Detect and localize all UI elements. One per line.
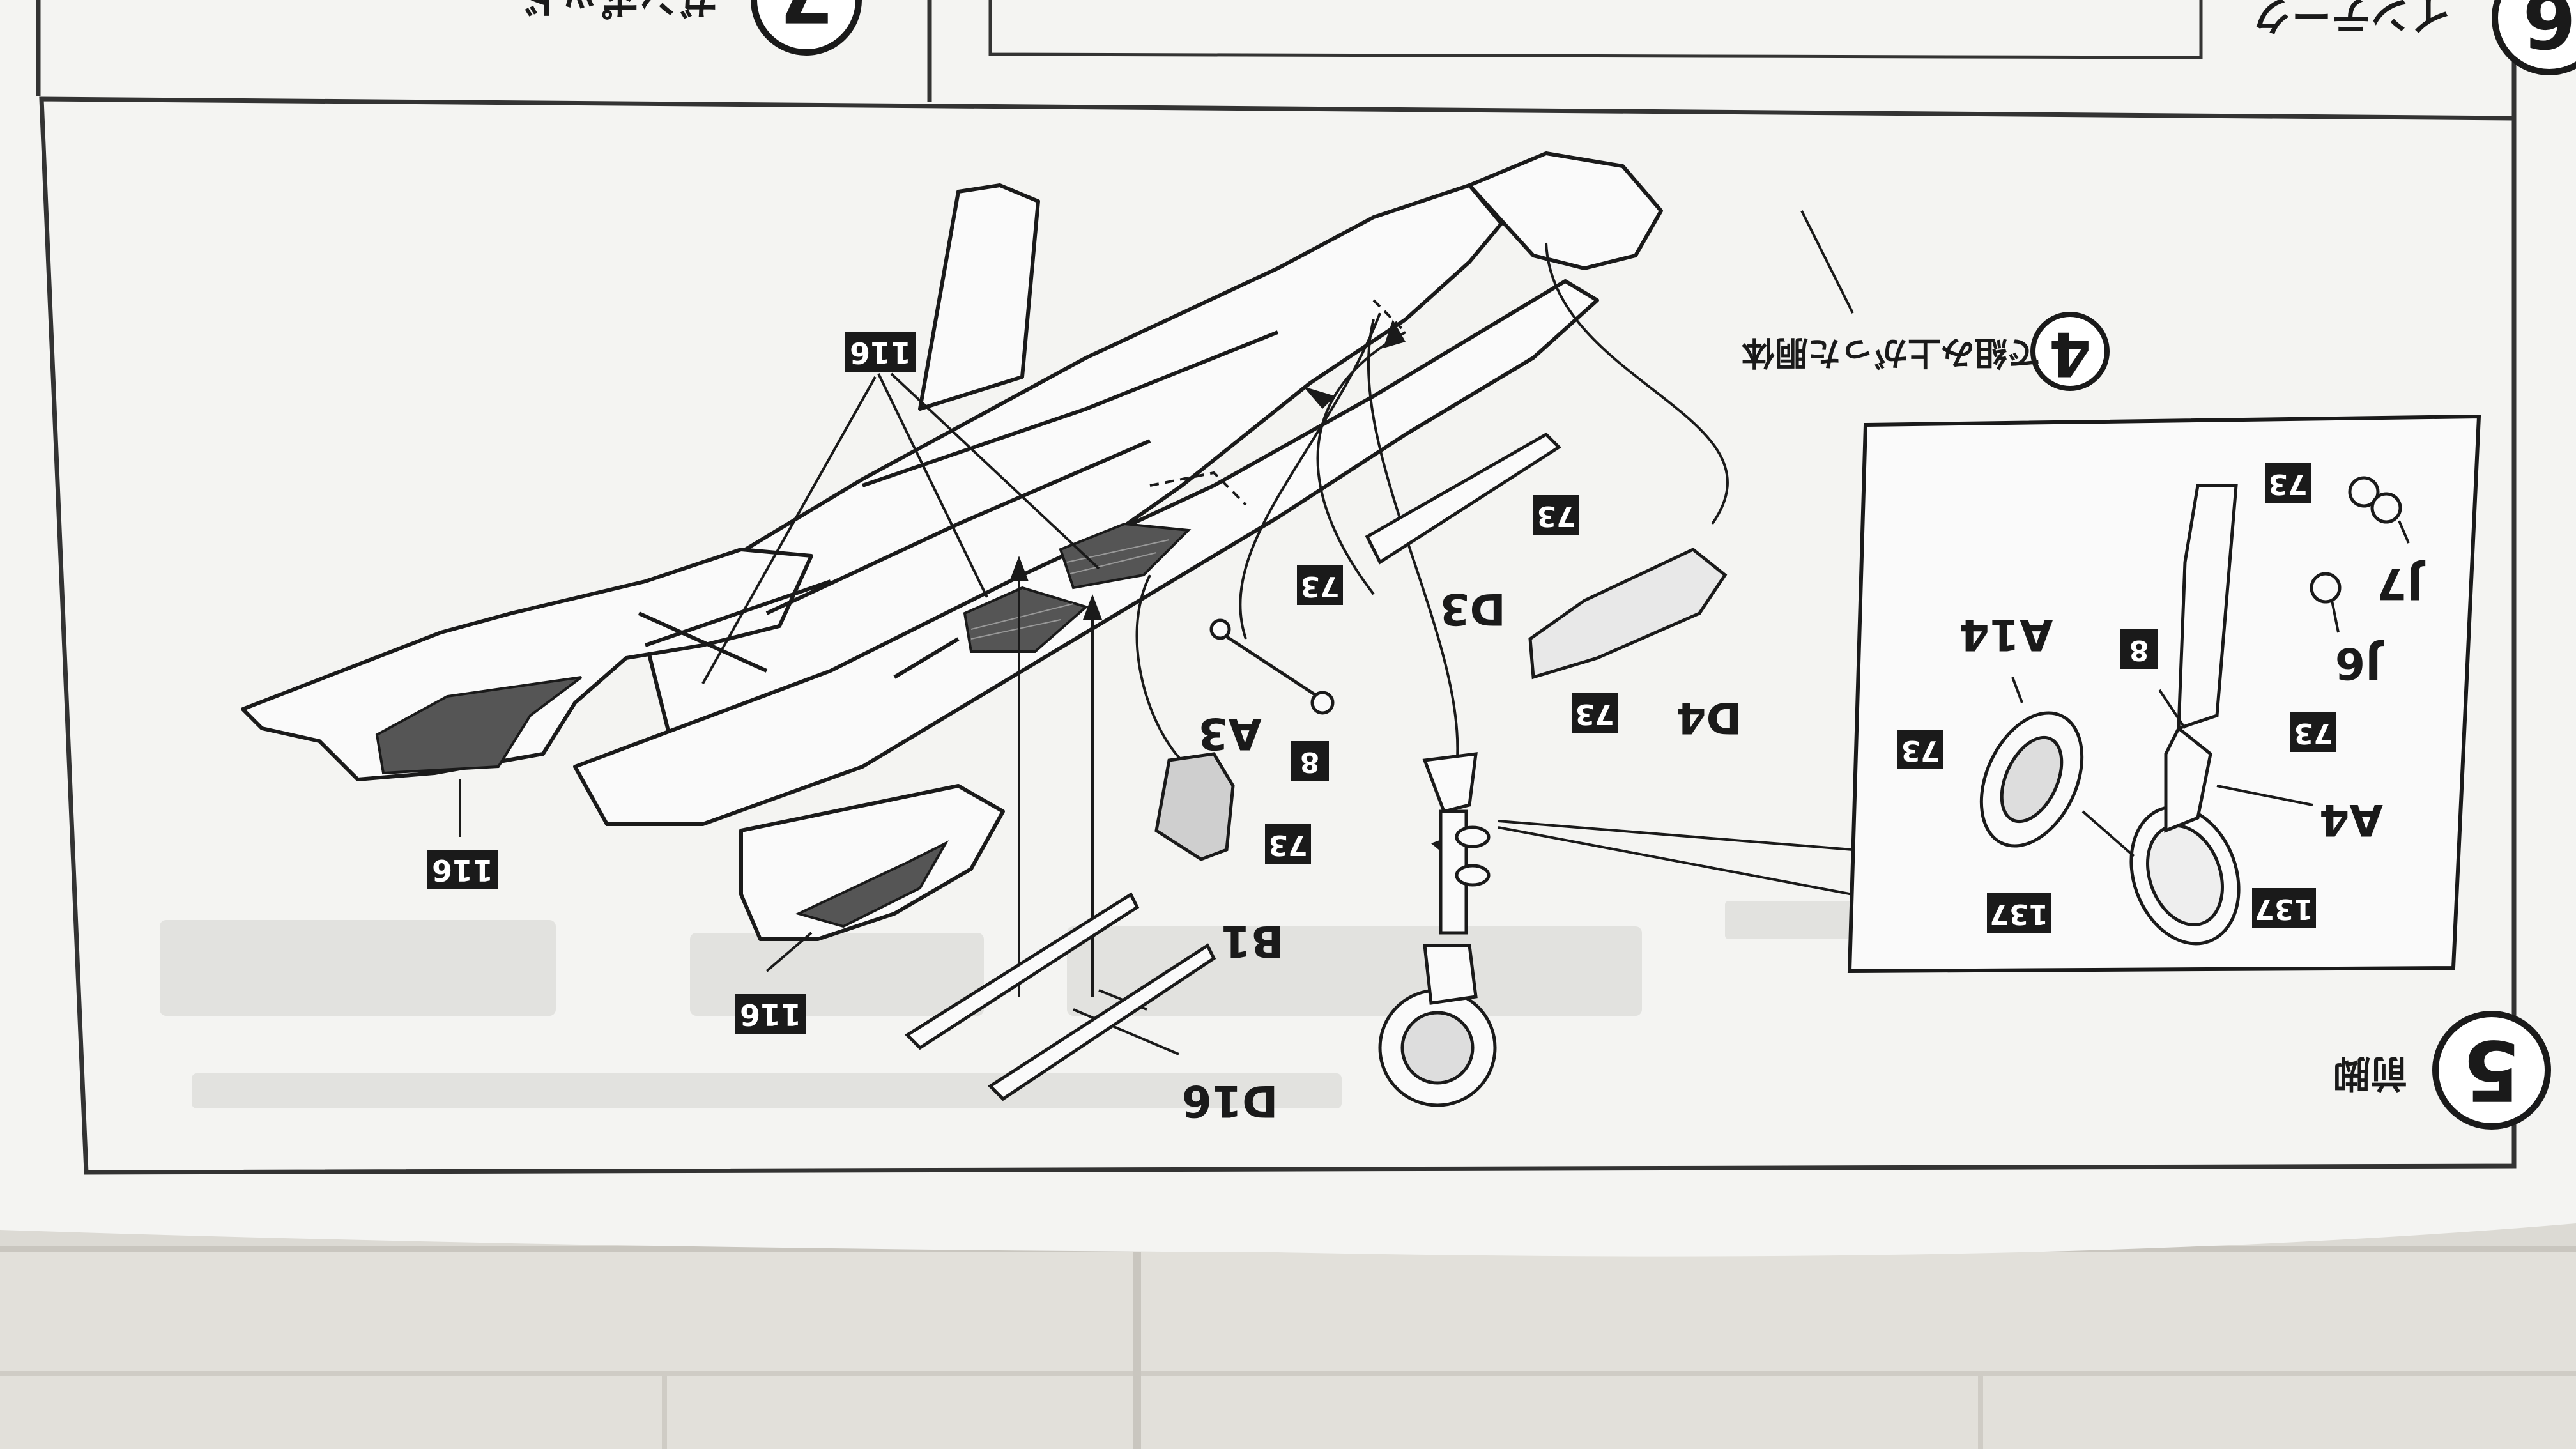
svg-text:73: 73: [2268, 468, 2307, 500]
svg-text:137: 137: [1989, 898, 2048, 930]
nose-gear-inset: [1847, 414, 2481, 974]
lower-intake-pod: [739, 784, 1005, 941]
svg-text:8: 8: [2129, 634, 2149, 666]
part-labels: D3 D4 A3 B1 D16 A14 A4 J6 J7: [1181, 558, 2425, 1126]
step-4-number: 4: [2049, 318, 2091, 388]
badges: 116 116 116 73 73 73 73 8: [427, 332, 2336, 1034]
label-B1: B1: [1220, 916, 1284, 966]
step-5-header: 5 前脚: [2333, 1011, 2551, 1130]
svg-text:73: 73: [1901, 734, 1940, 767]
badge-73-J7: 73: [2265, 463, 2311, 503]
decal-116-center-b: [1059, 522, 1192, 590]
badge-8-A3: 8: [1291, 741, 1329, 781]
badge-73-B1: 73: [1265, 824, 1311, 864]
step-5-title: 前脚: [2333, 1052, 2407, 1095]
badge-73-strut: 73: [2290, 712, 2336, 752]
nose-landing-gear: [1378, 752, 1497, 1107]
badge-116-left: 116: [427, 850, 498, 889]
svg-text:116: 116: [850, 335, 911, 370]
label-J7: J7: [2377, 558, 2426, 608]
part-B1-shape: [1154, 752, 1235, 861]
decal-regions: [375, 522, 1192, 928]
svg-text:73: 73: [2294, 717, 2333, 749]
label-A4: A4: [2319, 794, 2383, 845]
decal-116-lower: [795, 840, 949, 928]
decal-stripes: [970, 539, 1170, 640]
label-A3: A3: [1198, 708, 1262, 758]
badge-73-D3: 73: [1533, 495, 1579, 535]
svg-text:73: 73: [1268, 829, 1307, 861]
step-4-title: で組み上がった胴体: [1742, 333, 2041, 371]
step-7-number: 7: [779, 0, 833, 38]
tail-fin: [918, 183, 1040, 411]
badge-73-A14: 73: [1897, 730, 1943, 769]
badge-8-inset: 8: [2120, 629, 2158, 669]
decal-116-left: [375, 676, 583, 775]
left-wing-section: [241, 548, 813, 781]
label-D4: D4: [1676, 692, 1742, 742]
part-D3-shape: [1365, 432, 1561, 565]
svg-text:137: 137: [2255, 893, 2313, 925]
leader-lines: [459, 210, 1854, 1055]
decal-116-center-a: [963, 586, 1089, 653]
badge-137-right: 137: [2252, 888, 2316, 928]
part-A3-shape: [1209, 618, 1335, 715]
part-D16-shapes: [905, 892, 1216, 1101]
label-J6: J6: [2335, 638, 2384, 688]
nose-section: [1468, 151, 1663, 270]
label-D16: D16: [1181, 1075, 1278, 1126]
step-7-title: ガンポッド: [521, 0, 719, 22]
badge-73-A3: 73: [1297, 565, 1343, 605]
svg-text:116: 116: [432, 853, 493, 887]
badge-137-left: 137: [1987, 893, 2051, 933]
badge-116-bottom: 116: [735, 994, 806, 1034]
step-6-header: 6 インテーク: [2252, 0, 2576, 75]
badge-73-D4: 73: [1572, 693, 1618, 733]
svg-text:73: 73: [1300, 570, 1339, 602]
svg-text:116: 116: [740, 997, 801, 1032]
badge-116-top: 116: [845, 332, 916, 372]
step-7-header: 7 ガンポッド: [521, 0, 862, 56]
svg-text:73: 73: [1537, 500, 1575, 532]
label-D3: D3: [1439, 583, 1506, 634]
svg-text:8: 8: [1300, 746, 1320, 778]
svg-text:73: 73: [1575, 698, 1614, 730]
step-6-title: インテーク: [2252, 0, 2450, 38]
step-5-number: 5: [2463, 1022, 2520, 1119]
step-6-number: 6: [2522, 0, 2576, 63]
step-4-header: 4 で組み上がった胴体: [1742, 312, 2110, 391]
part-D4-shape: [1528, 548, 1728, 680]
label-A14: A14: [1959, 609, 2053, 659]
